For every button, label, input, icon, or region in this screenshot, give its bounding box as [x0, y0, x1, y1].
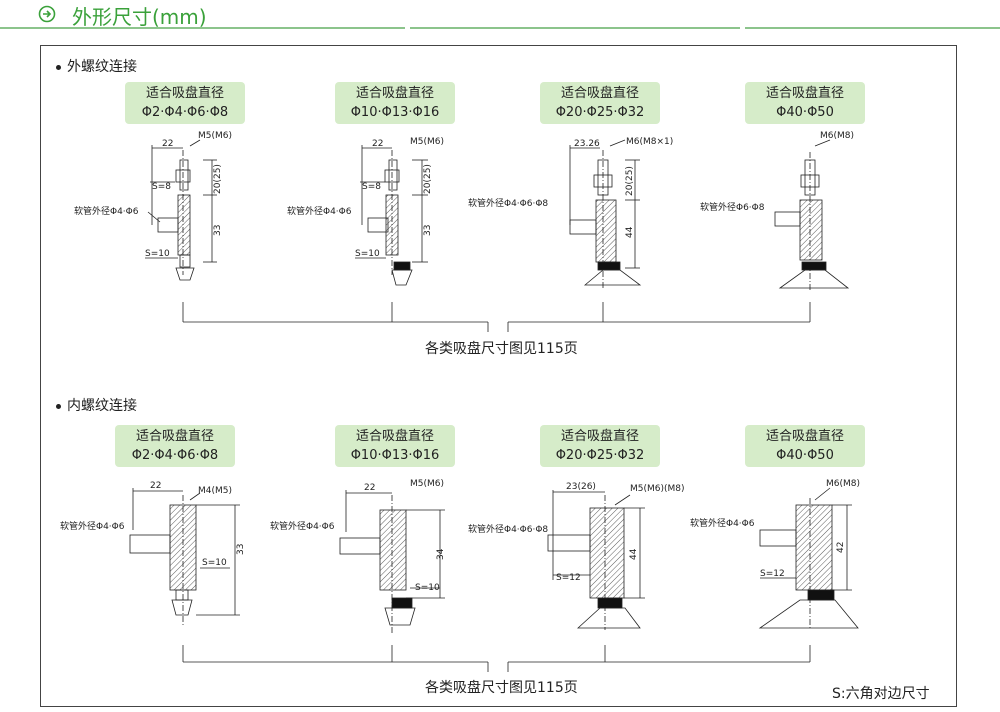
- dim-hex-top: S=8: [152, 182, 171, 192]
- hose-label: 软管外径Φ4·Φ6·Φ8: [468, 523, 548, 535]
- internal-bracket: [182, 645, 811, 672]
- footnote-hex-size: S:六角对边尺寸: [832, 686, 930, 702]
- dim-width: 22: [372, 139, 383, 149]
- external-drawing-4: [774, 139, 850, 292]
- hose-label: 软管外径Φ4·Φ6: [287, 205, 352, 217]
- internal-drawing-3: [547, 490, 645, 630]
- dim-height-top: 20(25): [625, 166, 635, 196]
- dim-hex-bottom: S=12: [760, 569, 785, 579]
- dim-hex-top: S=8: [362, 182, 381, 192]
- dim-height-body: 33: [423, 225, 433, 236]
- hose-label: 软管外径Φ4·Φ6: [270, 520, 335, 532]
- internal-drawing-2: [339, 490, 445, 635]
- external-drawing-3: [569, 139, 642, 290]
- dim-width: 22: [162, 139, 173, 149]
- dim-height-body: 44: [625, 226, 635, 238]
- section-title-internal: 内螺纹连接: [56, 395, 137, 415]
- dim-hex-bottom: S=10: [355, 249, 380, 259]
- dim-width: 22: [150, 481, 161, 491]
- dim-width: 22: [364, 483, 375, 493]
- dim-height-body: 44: [629, 548, 639, 560]
- external-drawing-1: [145, 139, 217, 281]
- dim-thread: M6(M8×1): [626, 137, 673, 147]
- internal-drawing-4: [758, 487, 859, 630]
- dim-thread: M4(M5): [198, 486, 232, 496]
- page-title: 外形尺寸(mm): [72, 5, 207, 29]
- dim-thread: M6(M8): [826, 479, 860, 489]
- dim-height-top: 20(25): [423, 164, 433, 194]
- dim-hex-bottom: S=10: [145, 249, 170, 259]
- header-rule-2: [410, 27, 740, 29]
- dim-width: 23.26: [574, 139, 600, 149]
- dim-height-body: 33: [213, 225, 223, 236]
- page-reference-note: 各类吸盘尺寸图见115页: [425, 680, 578, 696]
- header-rule-1: [0, 27, 405, 29]
- hose-label: 软管外径Φ4·Φ6·Φ8: [468, 197, 548, 209]
- content-frame: [40, 45, 957, 707]
- dim-hex-bottom: S=10: [202, 558, 227, 568]
- internal-drawing-1: [129, 488, 240, 625]
- dim-thread: M5(M6): [410, 137, 444, 147]
- dim-width: 23(26): [566, 482, 596, 492]
- dim-height-body: 33: [236, 544, 246, 555]
- hose-label: 软管外径Φ4·Φ6: [60, 520, 125, 532]
- section-title-external: 外螺纹连接: [56, 56, 137, 76]
- page-reference-note: 各类吸盘尺寸图见115页: [425, 341, 578, 357]
- dim-thread: M6(M8): [820, 131, 854, 141]
- dim-thread: M5(M6): [410, 479, 444, 489]
- header-rule-3: [745, 27, 1000, 29]
- arrow-circle-icon: [38, 5, 56, 23]
- dim-hex-bottom: S=10: [415, 583, 440, 593]
- dim-height-body: 34: [436, 548, 446, 560]
- page-header: 外形尺寸(mm): [0, 0, 1000, 32]
- dim-height-top: 20(25): [213, 164, 223, 194]
- external-drawing-2: [355, 145, 428, 286]
- hose-label: 软管外径Φ6·Φ8: [700, 201, 765, 213]
- dim-hex-bottom: S=12: [556, 573, 581, 583]
- hose-label: 软管外径Φ4·Φ6: [74, 205, 139, 217]
- external-bracket: [182, 302, 811, 332]
- dim-thread: M5(M6): [198, 131, 232, 141]
- hose-label: 软管外径Φ4·Φ6: [690, 517, 755, 529]
- dim-height-body: 42: [836, 542, 846, 553]
- dim-thread: M5(M6)(M8): [630, 484, 685, 494]
